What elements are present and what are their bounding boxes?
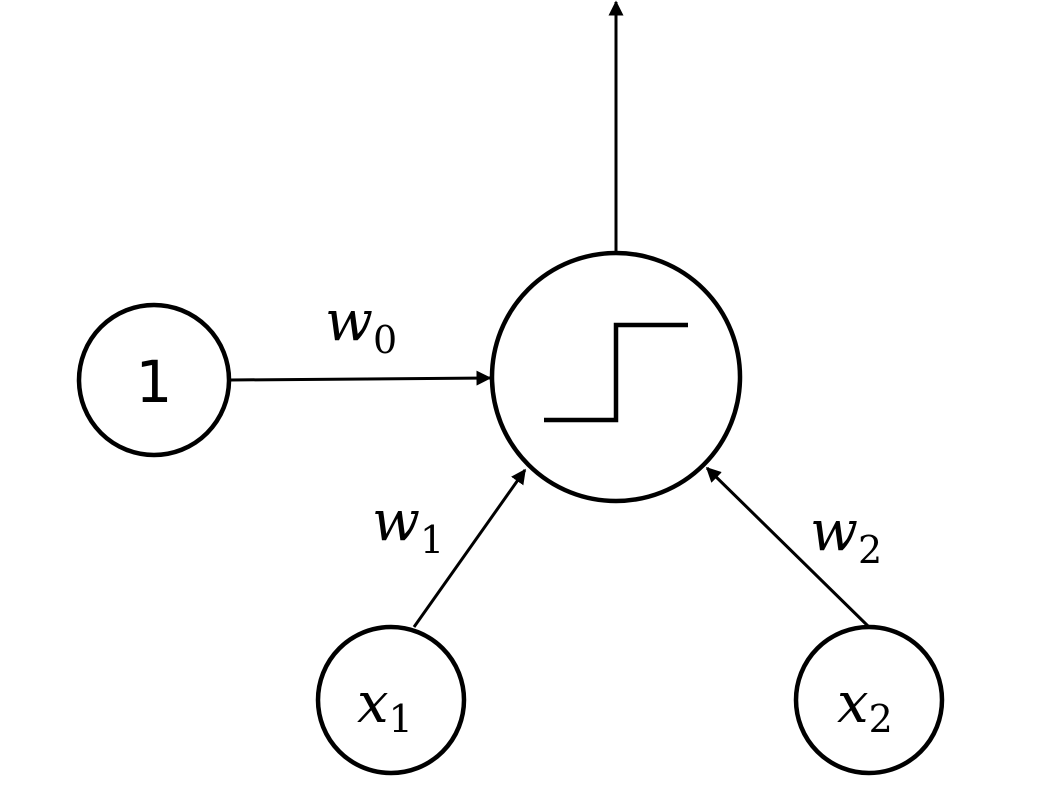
input-label-x1: x1 bbox=[357, 671, 413, 741]
bias-node: 1 bbox=[76, 302, 232, 458]
weight-label-w2: w2 bbox=[810, 499, 882, 572]
weight-label-w1: w1 bbox=[372, 489, 444, 562]
bias-label: 1 bbox=[136, 348, 173, 416]
edge-bias-to-neuron bbox=[229, 370, 492, 386]
input-node-x2: x2 bbox=[793, 624, 945, 776]
edge-x2-to-neuron bbox=[705, 466, 872, 630]
input-label-x2: x2 bbox=[837, 671, 893, 741]
step-function-icon bbox=[544, 322, 688, 423]
input-node-x1: x1 bbox=[315, 624, 467, 776]
weight-label-w0: w0 bbox=[325, 289, 397, 362]
neuron-node bbox=[489, 250, 743, 504]
edge-x1-to-neuron bbox=[412, 468, 527, 628]
